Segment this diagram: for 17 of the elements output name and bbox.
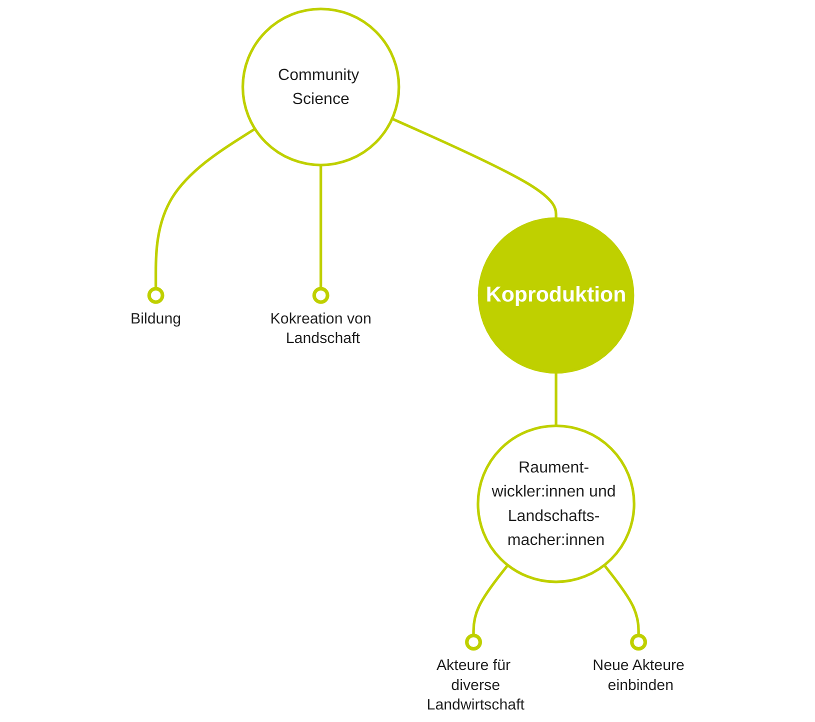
connector	[603, 564, 640, 636]
node-circle	[465, 634, 482, 651]
node-caption: Kokreation von Landschaft	[270, 310, 372, 348]
node-circle: Koproduktion	[478, 217, 634, 374]
node-circle	[147, 286, 164, 304]
node-circle: Community Science	[241, 8, 400, 166]
node-circle: Raument- wickler:innen und Landschafts- macher:innen	[476, 424, 636, 584]
node-caption: Akteure für diverse Landwirtschaft	[426, 657, 524, 714]
connector	[320, 165, 322, 289]
connector	[472, 564, 509, 636]
node-caption: Neue Akteure einbinden	[592, 657, 684, 694]
node-circle	[312, 286, 330, 304]
node-caption: Bildung	[130, 310, 182, 328]
node-circle	[630, 634, 648, 651]
connector	[392, 118, 558, 219]
connector	[554, 372, 558, 426]
connector	[154, 128, 256, 289]
